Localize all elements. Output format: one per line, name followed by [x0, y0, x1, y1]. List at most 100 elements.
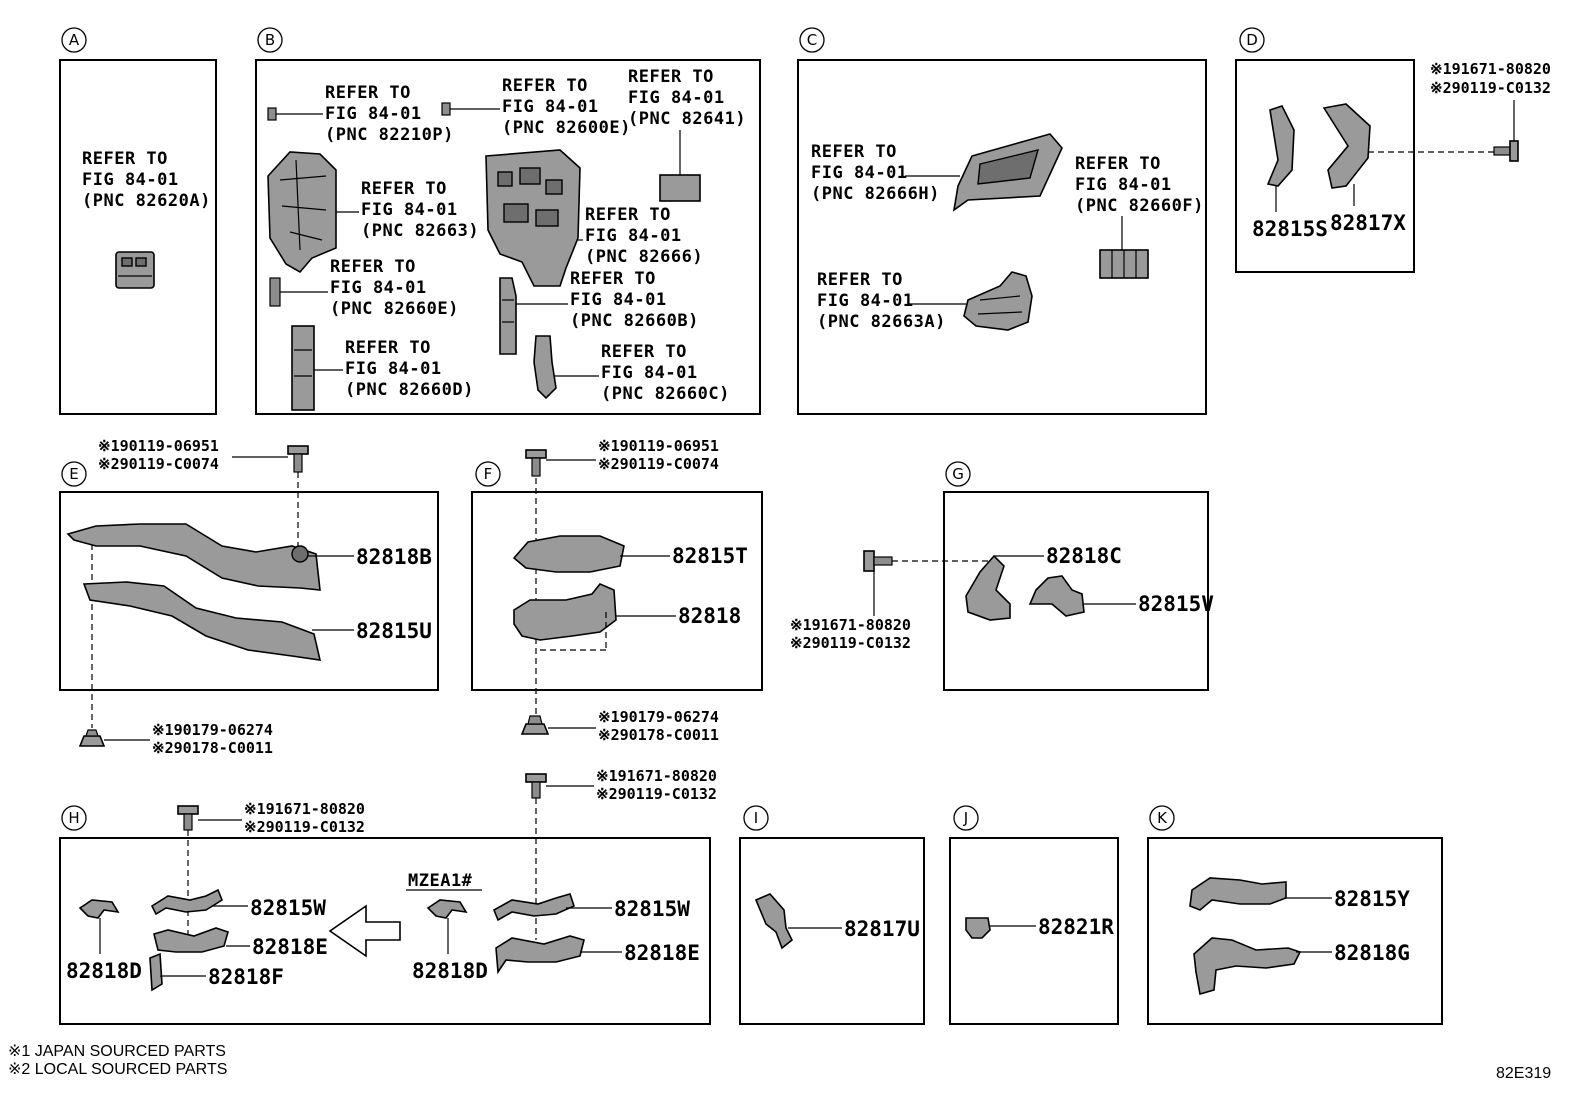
clip-icon	[78, 729, 106, 747]
part-82660c-illustration	[533, 335, 557, 400]
part-number-82818g: 82818G	[1334, 941, 1410, 965]
section-e-frame	[59, 491, 439, 691]
section-j: J 82821R	[949, 805, 1119, 1025]
part-82818f-illustration	[149, 952, 163, 992]
part-number-82818b: 82818B	[356, 545, 432, 569]
section-h: H ※191671-80820 ※290119-C0132 82818D 828…	[59, 767, 717, 1025]
part-number-82821r: 82821R	[1038, 915, 1114, 939]
section-a: A REFER TO FIG 84-01 (PNC 82620A)	[59, 27, 217, 415]
part-number-82818c: 82818C	[1046, 544, 1122, 568]
ref-text: FIG 84-01	[361, 200, 458, 220]
ref-text: FIG 84-01	[345, 359, 442, 379]
bolt-part-number: ※191671-80820	[1430, 60, 1551, 78]
ref-text: FIG 84-01	[82, 170, 179, 190]
ref-text: (PNC 82660C)	[601, 384, 730, 404]
part-number-82815v: 82815V	[1138, 592, 1214, 616]
bolt-icon	[525, 773, 547, 799]
ref-text: (PNC 82641)	[628, 109, 746, 129]
section-e: E ※190119-06951 ※290119-C0074 82818B 828…	[59, 437, 439, 757]
section-letter-f: F	[484, 465, 493, 483]
section-letter-a: A	[69, 31, 80, 49]
section-letter-c: C	[807, 31, 817, 49]
section-a-frame	[59, 59, 217, 415]
bolt-part-number: ※190119-06951	[598, 437, 719, 455]
ref-text: REFER TO	[330, 257, 416, 277]
section-b: B REFER TO FIG 84-01 (PNC 82210P) REFER …	[255, 27, 761, 415]
bolt-icon	[177, 805, 199, 831]
part-82666-illustration	[485, 149, 581, 287]
part-number-82815y: 82815Y	[1334, 887, 1410, 911]
clip-part-number: ※290178-C0011	[152, 739, 273, 757]
ref-text: (PNC 82663)	[361, 221, 479, 241]
bolt-icon	[863, 550, 893, 572]
ref-text: FIG 84-01	[628, 88, 725, 108]
part-number-82818: 82818	[678, 604, 741, 628]
section-letter-g: G	[952, 465, 964, 483]
bolt-part-number: ※290119-C0132	[596, 785, 717, 803]
part-number-82818d: 82818D	[412, 959, 488, 983]
section-h-frame	[59, 837, 711, 1025]
section-g-frame	[943, 491, 1209, 691]
ref-text: (PNC 82666H)	[811, 184, 940, 204]
ref-text: (PNC 82660E)	[330, 299, 459, 319]
part-82821r-illustration	[965, 917, 991, 939]
part-82600e-illustration	[441, 102, 451, 116]
ref-text: (PNC 82666)	[585, 247, 703, 267]
ref-text: REFER TO	[345, 338, 431, 358]
model-code: MZEA1#	[408, 871, 473, 891]
bolt-icon	[525, 449, 547, 477]
section-f: F ※190119-06951 ※290119-C0074 82815T 828…	[471, 437, 763, 744]
part-82818b-illustration	[66, 523, 321, 591]
ref-text: FIG 84-01	[570, 290, 667, 310]
ref-text: REFER TO	[361, 179, 447, 199]
part-number-82818e: 82818E	[624, 941, 700, 965]
part-number-82815w: 82815W	[614, 897, 690, 921]
ref-text: REFER TO	[811, 142, 897, 162]
section-d: D ※191671-80820 ※290119-C0132 82815S 828…	[1235, 27, 1551, 273]
bolt-icon	[287, 445, 309, 473]
bolt-part-number: ※191671-80820	[244, 800, 365, 818]
bolt-part-number: ※290119-C0074	[598, 455, 719, 473]
section-letter-j: J	[963, 809, 968, 827]
section-g: G ※191671-80820 ※290119-C0132 82818C 828…	[790, 461, 1214, 691]
ref-text: REFER TO	[570, 269, 656, 289]
clip-part-number: ※290178-C0011	[598, 726, 719, 744]
part-82815y-illustration	[1189, 877, 1287, 911]
ref-text: FIG 84-01	[330, 278, 427, 298]
ref-text: (PNC 82620A)	[82, 191, 211, 211]
part-82818d-illustration	[78, 899, 120, 919]
part-82210p-illustration	[267, 107, 277, 121]
part-number-82818f: 82818F	[208, 965, 284, 989]
section-i: I 82817U	[739, 805, 925, 1025]
section-letter-h: H	[68, 809, 79, 827]
part-82620a-illustration	[115, 251, 155, 289]
section-c: C REFER TO FIG 84-01 (PNC 82666H) REFER …	[797, 27, 1207, 415]
part-82660e-illustration	[269, 277, 281, 307]
part-82815t-illustration	[512, 535, 625, 573]
ref-text: FIG 84-01	[811, 163, 908, 183]
ref-text: FIG 84-01	[585, 226, 682, 246]
ref-text: FIG 84-01	[601, 363, 698, 383]
section-letter-k: K	[1157, 809, 1168, 827]
part-82818e-illustration	[495, 935, 585, 975]
part-82663-illustration	[267, 151, 337, 274]
section-b-frame	[255, 59, 761, 415]
section-j-frame	[949, 837, 1119, 1025]
ref-text: REFER TO	[502, 76, 588, 96]
arrow-icon	[328, 904, 401, 958]
section-letter-e: E	[69, 465, 78, 483]
section-i-frame	[739, 837, 925, 1025]
part-82817x-illustration	[1322, 103, 1371, 189]
ref-text: (PNC 82663A)	[817, 312, 946, 332]
clip-part-number: ※190179-06274	[152, 721, 273, 739]
part-82818d-illustration	[426, 899, 468, 919]
part-82666h-illustration	[952, 133, 1063, 212]
bolt-part-number: ※191671-80820	[790, 616, 911, 634]
part-number-82817x: 82817X	[1330, 211, 1406, 235]
section-d-frame	[1235, 59, 1415, 273]
part-number-82815s: 82815S	[1252, 217, 1328, 241]
bolt-part-number: ※190119-06951	[98, 437, 219, 455]
clip-part-number: ※190179-06274	[598, 708, 719, 726]
part-82818g-illustration	[1193, 937, 1302, 996]
